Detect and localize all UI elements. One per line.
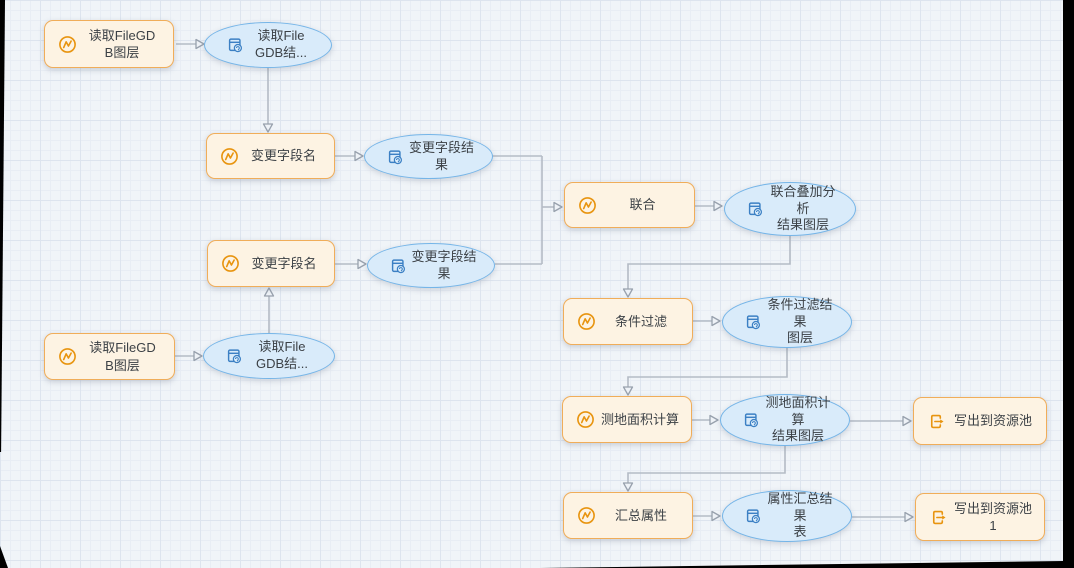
arrowhead [622,482,634,492]
arrowhead [902,415,912,427]
node-label: 测地面积计算 [600,411,679,427]
node-label: 联合叠加分析 结果图层 [770,184,836,233]
node-label: 变更字段结果 [408,139,474,172]
pulse-icon [578,196,597,215]
node-union[interactable]: 联合 [564,182,695,228]
pulse-icon [576,410,595,429]
node-rename-result-1[interactable]: 变更字段结果 [364,134,493,179]
dataset-result-icon [226,36,244,54]
node-read-result-1[interactable]: 读取File GDB结... [204,22,332,68]
node-area[interactable]: 测地面积计算 [562,396,692,443]
node-label: 变更字段结果 [411,248,477,281]
node-filter-result[interactable]: 条件过滤结果 图层 [722,296,852,348]
dataset-result-icon [744,313,762,331]
dataset-result-icon [386,148,404,166]
pulse-icon [577,506,596,525]
pulse-icon [58,347,77,366]
arrowhead [263,287,275,297]
node-rename-fields-1[interactable]: 变更字段名 [206,133,335,179]
pulse-icon [58,35,77,54]
node-write-pool-2[interactable]: 写出到资源池 1 [915,493,1045,541]
node-filter[interactable]: 条件过滤 [563,298,693,345]
dataset-result-icon [744,507,762,525]
node-read-result-2[interactable]: 读取File GDB结... [203,333,335,379]
edge-unionresult-filter [627,236,791,289]
node-label: 测地面积计算 结果图层 [765,395,831,444]
node-label: 变更字段名 [250,148,316,164]
arrowhead [713,200,723,212]
node-label: 属性汇总结果 表 [767,491,833,540]
node-label: 读取FileGD B图层 [88,27,156,60]
node-read-filegdb-1[interactable]: 读取FileGD B图层 [44,20,174,68]
node-summarize[interactable]: 汇总属性 [563,492,693,539]
pulse-icon [220,147,239,166]
node-label: 变更字段名 [251,255,317,271]
arrowhead [711,510,721,522]
dataset-result-icon [742,411,760,429]
node-summary-result[interactable]: 属性汇总结果 表 [722,490,852,542]
node-union-result[interactable]: 联合叠加分析 结果图层 [724,182,856,236]
arrowhead [904,511,914,523]
node-label: 写出到资源池 1 [953,500,1032,533]
arrowhead [711,315,721,327]
arrowhead [354,150,364,162]
arrowhead [193,350,203,362]
node-write-pool-1[interactable]: 写出到资源池 [913,397,1047,445]
node-label: 联合 [629,197,656,213]
export-icon [929,508,948,527]
dataset-result-icon [746,200,764,218]
node-area-result[interactable]: 测地面积计算 结果图层 [720,394,850,446]
arrowhead [553,201,563,213]
node-label: 条件过滤 [614,313,667,329]
edge-filterresult-area [627,348,788,387]
node-label: 条件过滤结果 图层 [767,297,833,346]
arrowhead [357,258,367,270]
arrowhead [262,123,274,133]
pulse-icon [221,254,240,273]
pulse-icon [577,312,596,331]
export-icon [927,412,946,431]
arrowhead [622,288,634,298]
node-read-filegdb-2[interactable]: 读取FileGD B图层 [44,333,175,380]
node-label: 读取File GDB结... [255,339,308,371]
arrowhead [622,386,634,396]
edge-arearesult-summarize [627,446,786,483]
node-label: 读取FileGD B图层 [89,340,156,373]
dataset-result-icon [225,347,243,365]
node-rename-result-2[interactable]: 变更字段结果 [367,243,495,288]
arrowhead [709,414,719,426]
arrowhead [195,38,205,50]
node-label: 写出到资源池 [953,413,1032,429]
node-rename-fields-2[interactable]: 变更字段名 [207,240,335,287]
node-label: 汇总属性 [614,507,667,523]
dataset-result-icon [389,257,407,275]
node-label: 读取File GDB结... [254,28,307,60]
